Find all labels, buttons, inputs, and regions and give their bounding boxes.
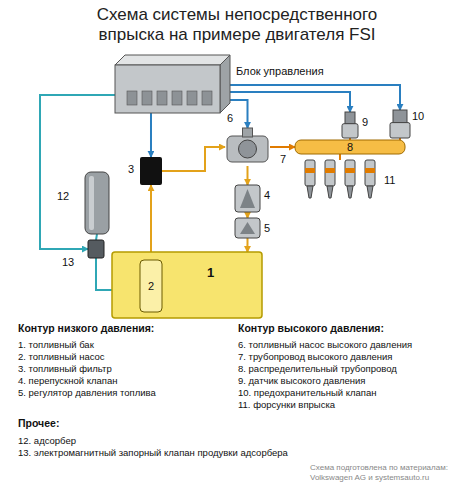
high-pressure-pump: 6: [225, 128, 270, 166]
fuel-line: [246, 238, 248, 252]
node-outline: [115, 55, 230, 113]
key-item: 6. топливный насос высокого давления: [238, 339, 412, 350]
node-outline: [112, 252, 262, 318]
callout-number: 4: [264, 189, 270, 201]
key-item: 1. топливный бак: [18, 339, 94, 350]
node-outline: [390, 110, 410, 138]
section-heading: Прочее:: [18, 417, 59, 429]
valve-symbol: [235, 185, 260, 212]
signal-wire: [230, 85, 400, 110]
fuel-line: [150, 185, 152, 260]
signal-wire: [150, 113, 152, 157]
callout-number: 6: [227, 112, 233, 124]
key-item: 10. предохранительный клапан: [238, 387, 376, 398]
reg-symbol: [235, 218, 260, 238]
pressure-regulator: 5: [235, 218, 260, 238]
fuel-rail: 8: [295, 140, 405, 154]
fuel-line: [247, 166, 249, 185]
fuel-line: [339, 154, 341, 160]
control-unit: Блок управления: [115, 55, 230, 113]
pressure-sensor: 9: [342, 112, 358, 138]
injectors: 11: [300, 160, 380, 200]
purge-valve: 13: [88, 240, 104, 258]
fuel-line: [96, 234, 97, 240]
callout-number: 1: [207, 266, 214, 280]
callout-number: 8: [295, 140, 405, 154]
fuel-line: [270, 146, 295, 148]
injectors-symbol: [305, 160, 375, 198]
node-outline: [300, 160, 380, 200]
section-heading: Контур низкого давления:: [18, 322, 154, 334]
fuel-pump: 2: [140, 260, 162, 312]
callout-number: 11: [384, 174, 395, 186]
callout-number: 12: [57, 190, 69, 202]
fuel-line: [96, 258, 112, 290]
node-outline: [225, 128, 270, 166]
key-item: 9. датчик высокого давления: [238, 375, 366, 386]
callout-number: 13: [62, 256, 74, 268]
fuel-line: [162, 147, 225, 171]
fuel-tank: 12: [112, 252, 262, 318]
node-outline: [342, 112, 358, 138]
key-item: 3. топливный фильтр: [18, 363, 112, 374]
sensor-symbol: [342, 112, 358, 138]
key-item: 11. форсунки впрыска: [238, 399, 335, 410]
fuel-filter: 3: [140, 157, 162, 185]
node-outline: [85, 172, 109, 234]
callout-number: 3: [128, 163, 134, 175]
bypass-valve: 4: [235, 185, 260, 212]
fuel-line: [247, 212, 249, 218]
relief-symbol: [390, 110, 410, 138]
adsorber-symbol: [85, 172, 109, 234]
key-item: 8. распределительный трубопровод: [238, 363, 397, 374]
key-item: 4. перепускной клапан: [18, 375, 118, 386]
adsorber: 12: [85, 172, 109, 234]
callout-number: 10: [412, 110, 424, 122]
source-note: Volkswagen AG и systemsauto.ru: [310, 473, 429, 482]
node-outline: [140, 157, 162, 185]
filter-symbol: [140, 157, 162, 185]
callout-number: 9: [362, 116, 368, 128]
pump-symbol: [140, 260, 162, 312]
key-item: 2. топливный насос: [18, 351, 105, 362]
key-item: 7. трубопровод высокого давления: [238, 351, 393, 362]
unit-label: Блок управления: [236, 65, 324, 77]
source-note: Схема подготовлена по материалам:: [310, 463, 448, 472]
callout-number: 5: [264, 222, 270, 234]
node-outline: [235, 185, 260, 212]
valve13-symbol: [88, 240, 104, 258]
callout-number: 7: [279, 153, 287, 165]
diagram-title: Схема системы непосредственного впрыска …: [82, 5, 392, 44]
callout-number: 2: [140, 260, 162, 312]
fuel-line: [40, 95, 115, 249]
tank-symbol: [112, 252, 262, 318]
node-outline: [88, 240, 104, 258]
key-item: 13. электромагнитный запорный клапан про…: [18, 447, 288, 458]
rail-symbol: [295, 140, 405, 154]
signal-wire: [230, 92, 350, 112]
ecu-symbol: [115, 55, 230, 113]
relief-valve: 10: [390, 110, 410, 138]
section-heading: Контур высокого давления:: [238, 322, 384, 334]
hpump-symbol: [227, 128, 268, 162]
key-item: 5. регулятор давления топлива: [18, 387, 156, 398]
key-item: 12. адсорбер: [18, 435, 76, 446]
node-outline: [235, 218, 260, 238]
